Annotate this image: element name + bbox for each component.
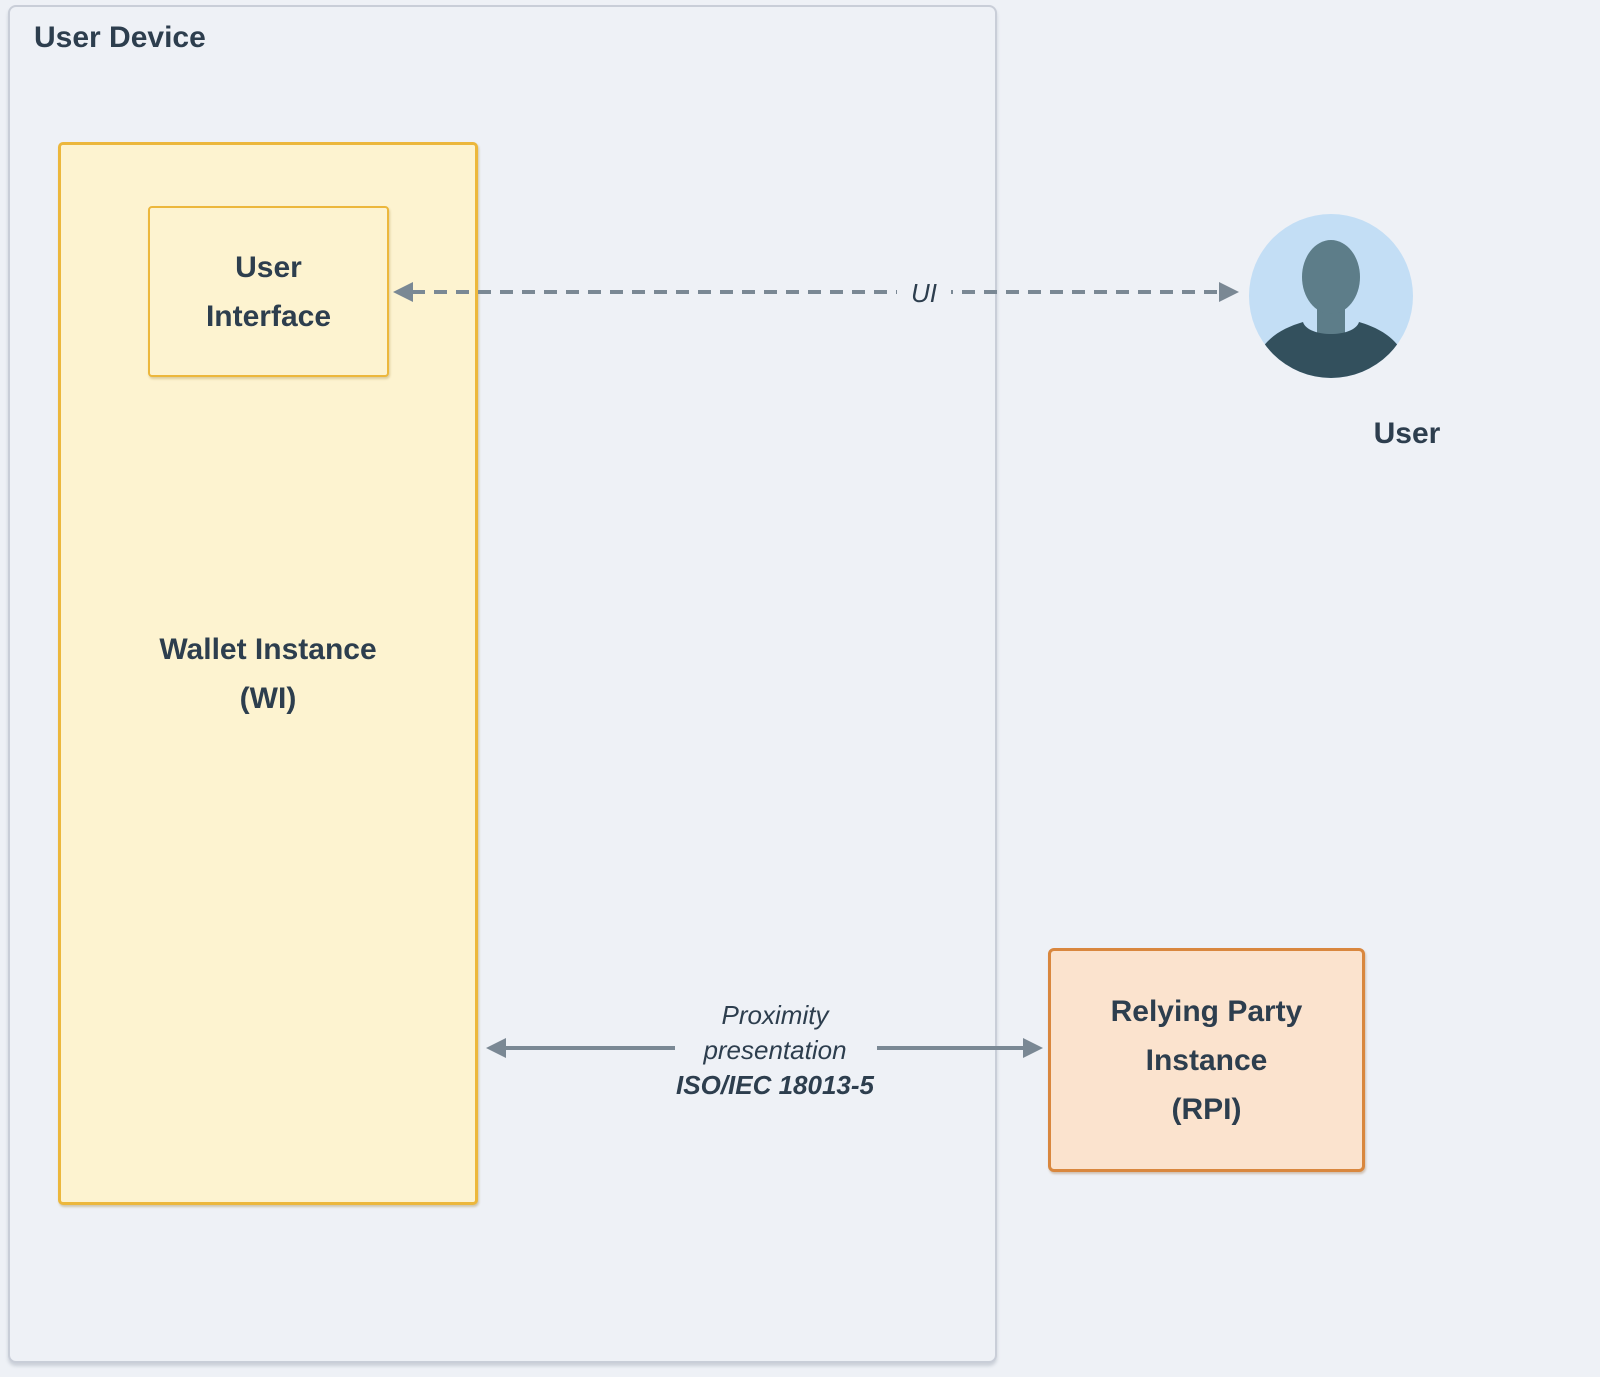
user-interface-label-line1: User xyxy=(235,250,302,284)
proximity-edge-label-line1: Proximity xyxy=(721,1000,829,1030)
user-interface-node: User Interface xyxy=(148,206,389,377)
wallet-instance-label-line2: (WI) xyxy=(239,681,297,715)
rpi-label-line1: Relying Party xyxy=(1110,994,1303,1028)
relying-party-instance-node: Relying Party Instance (RPI) xyxy=(1048,948,1365,1172)
user-actor-label: User xyxy=(1373,417,1441,450)
ui-edge-label: UI xyxy=(897,277,951,309)
user-interface-label-line2: Interface xyxy=(205,299,332,333)
wallet-instance-label-line1: Wallet Instance xyxy=(159,632,377,666)
user-avatar-icon xyxy=(1249,214,1413,378)
rpi-label-line3: (RPI) xyxy=(1171,1092,1242,1126)
ui-edge-arrowhead-right xyxy=(1219,282,1239,302)
rpi-label-line2: Instance xyxy=(1145,1043,1268,1077)
proximity-edge-label-line2: presentation xyxy=(703,1035,847,1065)
proximity-edge-arrowhead-right xyxy=(1023,1038,1043,1058)
proximity-edge-label-line3: ISO/IEC 18013-5 xyxy=(676,1070,874,1100)
proximity-edge-label: Proximity presentation ISO/IEC 18013-5 xyxy=(645,998,905,1103)
user-device-title: User Device xyxy=(34,21,206,54)
